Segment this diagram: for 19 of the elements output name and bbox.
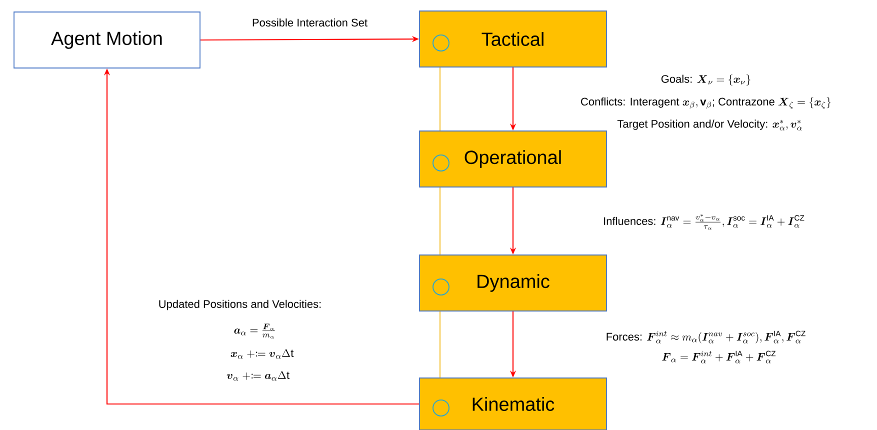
connector-line — [439, 67, 441, 131]
annotation: $\text{Conflicts: Interagent }\boldsymbol{x}_{\beta},\mathbf{v}_{\beta}\text{; Contrazone }\boldsymbol{X}_{\zeta}=\{\boldsymbol{x}_{\zeta}\}$ — [581, 97, 831, 109]
level-box: Kinematic — [419, 378, 607, 430]
level-box: Tactical — [419, 10, 607, 68]
annotation: $\text{Goals: }\boldsymbol{X}_{\nu}=\{\boldsymbol{x}_{\nu}\}$ — [661, 74, 750, 86]
annotation: $\boldsymbol{x}_{\alpha}\mathrel{+}\coloneqq\boldsymbol{v}_{\alpha}\Delta\mathrm{t}$ — [230, 349, 294, 359]
annotation: $\text{Forces: }\boldsymbol{F}_{\alpha}^{int}\approx m_{\alpha}(\boldsymbol{I}_{\alpha}^{nav}+\boldsymbol{I}_{\alpha}^{soc}),\boldsymbol{F}_{\alpha}^{\mathrm{IA}},\boldsymbol{F}_{\alpha}^{\mathrm{CZ}}$ — [606, 330, 806, 344]
level-box: Operational — [419, 130, 607, 188]
level-box: Dynamic — [419, 254, 607, 312]
annotation: $\boldsymbol{F}_{\alpha}=\boldsymbol{F}_{\alpha}^{int}+\boldsymbol{F}_{\alpha}^{\mathrm{IA}}+\boldsymbol{F}_{\alpha}^{\mathrm{CZ}}$ — [662, 350, 776, 364]
connector-line — [439, 311, 441, 378]
edge-label: Possible Interaction Set — [252, 18, 368, 27]
connector-line — [439, 187, 441, 255]
annotation: $\text{Target Position and/or Velocity: }\boldsymbol{x}_{\alpha}^{*},\boldsymbol{v}_{\alpha}^{*}$ — [617, 120, 802, 130]
annotation: $\boldsymbol{v}_{\alpha}\mathrel{+}\coloneqq\boldsymbol{a}_{\alpha}\Delta\mathrm{t}$ — [226, 371, 290, 381]
annotation: $\text{Updated Positions and Velocities:}$ — [159, 300, 321, 310]
agent-box: Agent Motion — [14, 12, 200, 68]
annotation: $\boldsymbol{a}_{\alpha}=\frac{\boldsymbol{F}_{\alpha}}{m_{\alpha}}$ — [234, 324, 276, 338]
annotation: $\text{Influences: }\boldsymbol{I}_{\alpha}^{\mathrm{nav}}=\frac{v_{\alpha}^{*}-v_{\alpha}}{\tau_{\alpha}},\boldsymbol{I}_{\alpha}^{\mathrm{soc}}=\boldsymbol{I}_{\alpha}^{\mathrm{IA}}+\boldsymbol{I}_{\alpha}^{\mathrm{CZ}}$ — [604, 214, 804, 230]
